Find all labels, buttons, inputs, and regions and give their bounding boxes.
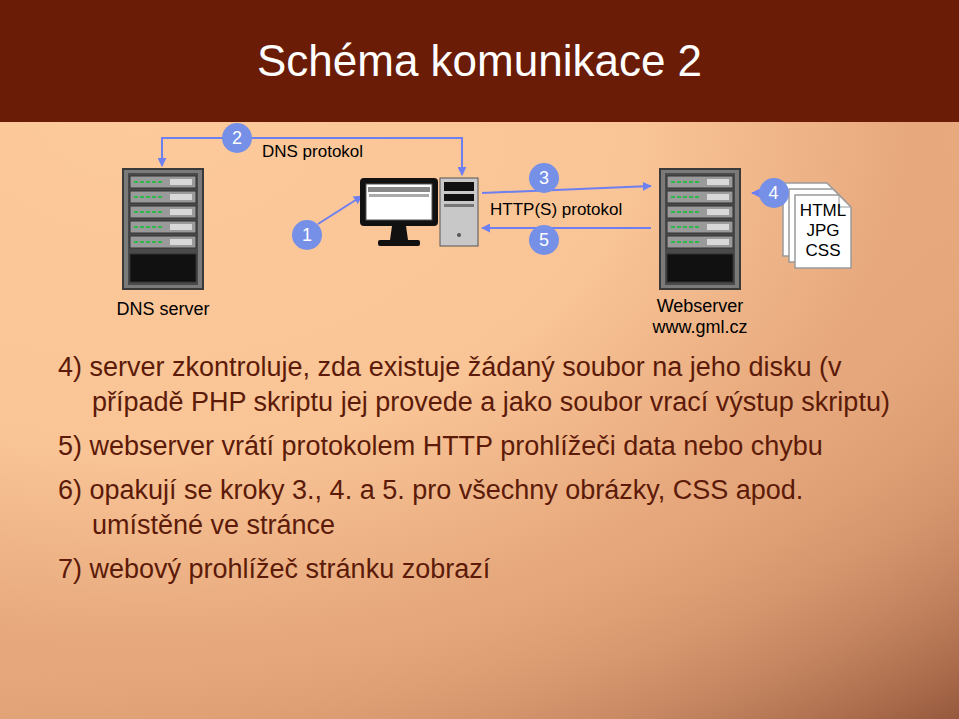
node-label: Webserver www.gml.cz — [648, 296, 752, 338]
protocol-label: HTTP(S) protokol — [490, 200, 622, 220]
slide-title: Schéma komunikace 2 — [0, 0, 959, 122]
server-rack — [122, 168, 204, 290]
protocol-label: DNS protokol — [262, 142, 363, 162]
callout-number: 2 — [222, 123, 252, 153]
node-label: HTML JPG CSS — [795, 201, 851, 261]
callout-number: 1 — [292, 220, 322, 250]
step-text: 6) opakují se kroky 3., 4. a 5. pro všec… — [58, 473, 918, 543]
computer-icon — [360, 178, 478, 246]
step-text: 7) webový prohlížeč stránku zobrazí — [58, 552, 918, 587]
server-node: DNS server — [115, 168, 211, 320]
callout-number: 5 — [529, 225, 559, 255]
step-text: 4) server zkontroluje, zda existuje žáda… — [58, 350, 918, 420]
callout-number: 4 — [759, 178, 789, 208]
node-label: DNS server — [115, 299, 211, 320]
server-node: Webserver www.gml.cz — [648, 168, 752, 338]
server-rack — [659, 168, 741, 290]
step-text: 5) webserver vrátí protokolem HTTP prohl… — [58, 429, 918, 464]
document-stack: HTML JPG CSS — [795, 195, 851, 268]
step-list: 4) server zkontroluje, zda existuje žáda… — [58, 350, 918, 596]
dns-arrow — [162, 138, 462, 175]
callout-number: 3 — [529, 163, 559, 193]
